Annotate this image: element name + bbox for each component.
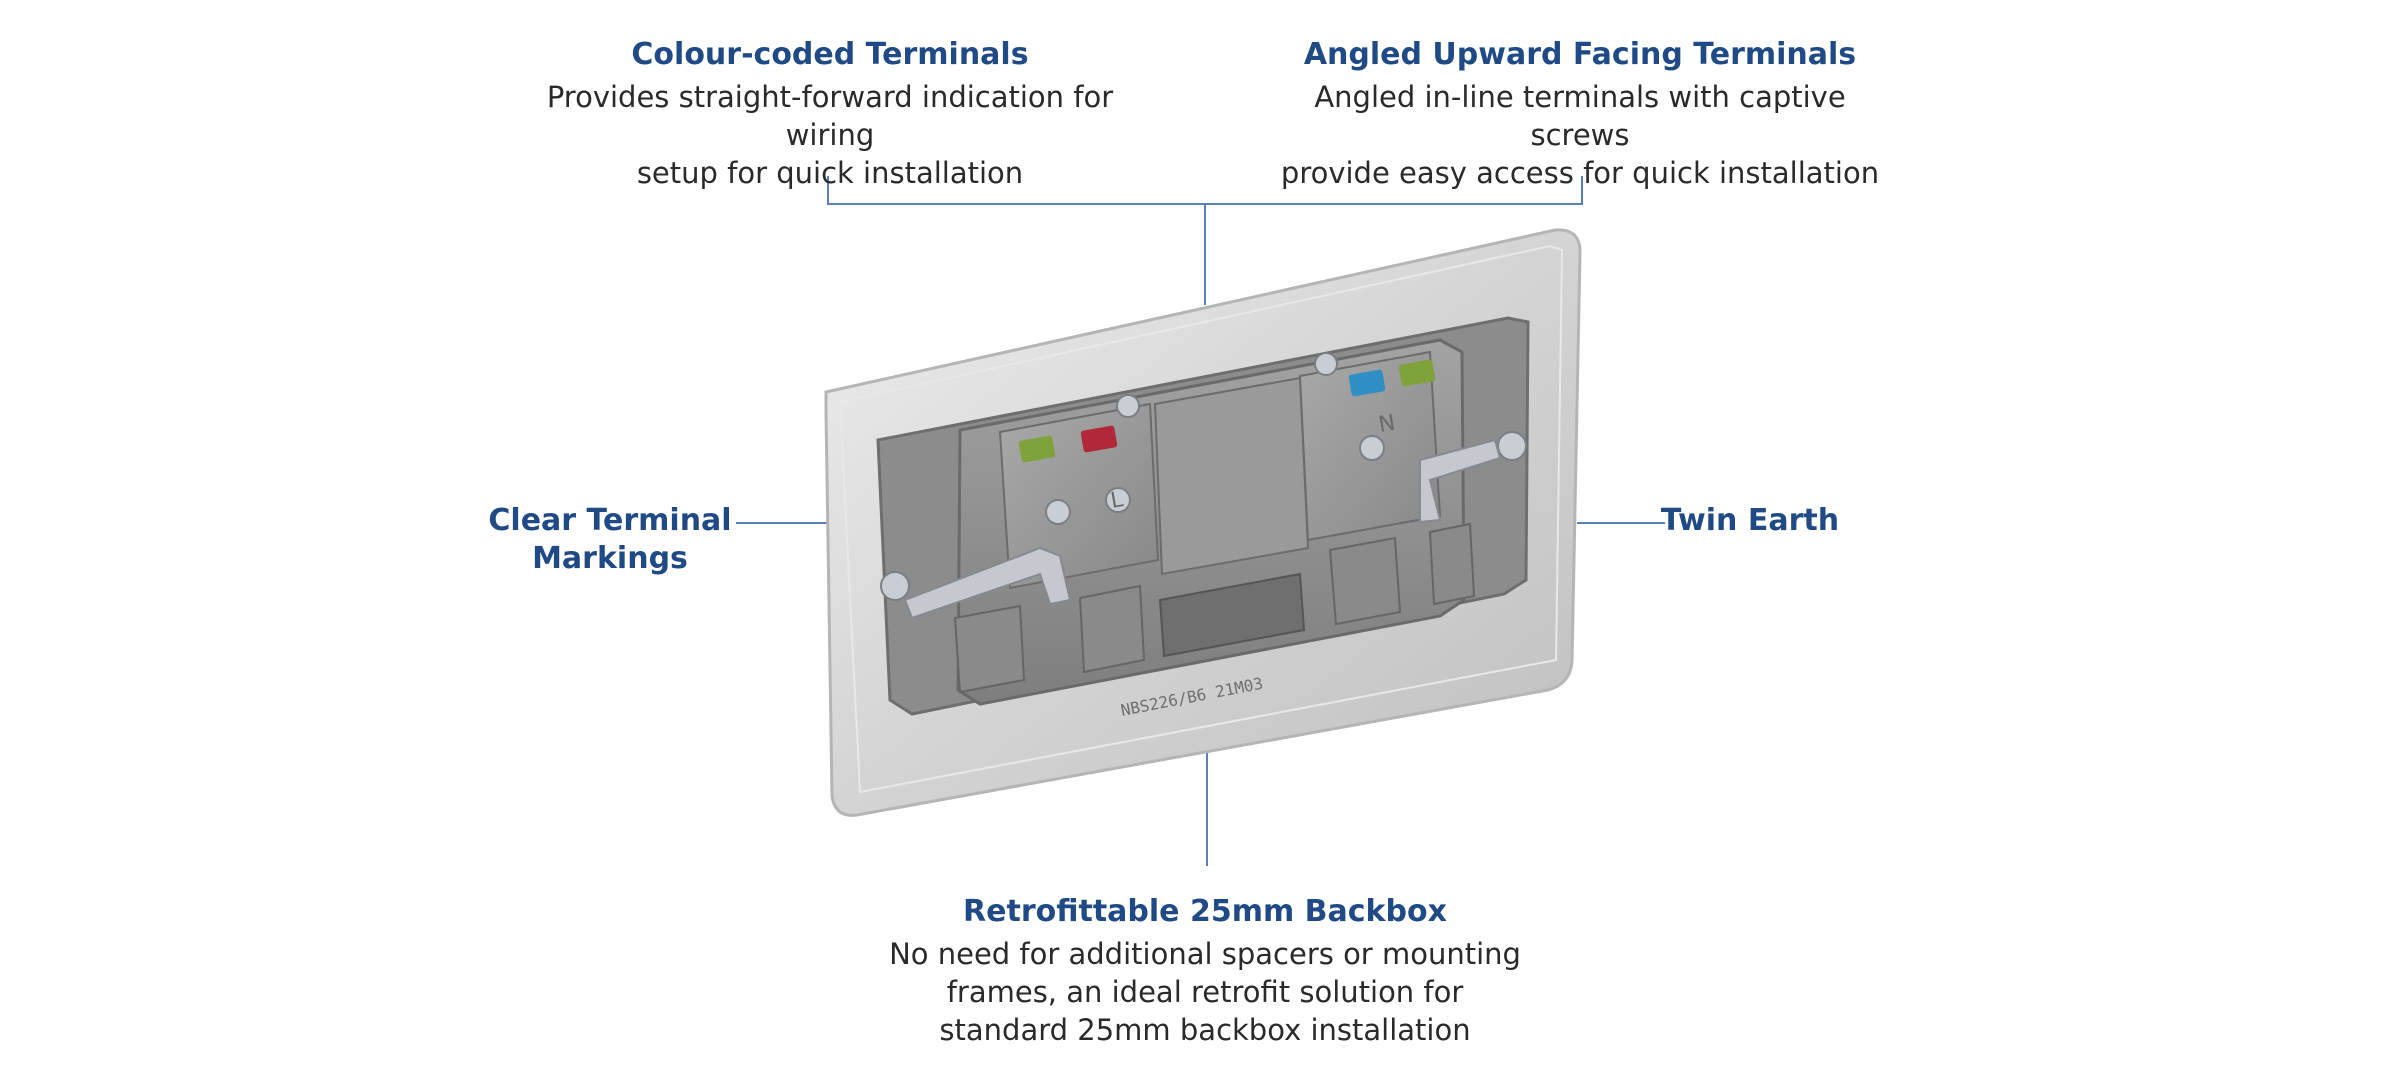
earth-terminal-left	[1018, 435, 1056, 463]
center-recess	[1158, 572, 1306, 658]
callout-clear-terminal-markings: Clear Terminal Markings	[470, 502, 750, 578]
terminal-markers	[1018, 359, 1436, 463]
callout-title: Colour-coded Terminals	[631, 37, 1029, 72]
callout-angled-upward-terminals: Angled Upward Facing Terminals Angled in…	[1270, 36, 1890, 192]
callout-colour-coded-terminals: Colour-coded Terminals Provides straight…	[500, 36, 1160, 192]
callout-description: Angled in-line terminals with captive sc…	[1280, 80, 1880, 190]
terminal-letter-live: L	[1109, 487, 1126, 514]
live-terminal	[1080, 425, 1118, 453]
callout-description: No need for additional spacers or mounti…	[889, 937, 1521, 1047]
socket-rear-view: L N NBS226/B6 21M03	[824, 228, 1582, 817]
callout-retrofittable-backbox: Retrofittable 25mm Backbox No need for a…	[880, 893, 1530, 1049]
callout-description: Provides straight-forward indication for…	[546, 80, 1114, 190]
plate-edge	[838, 244, 1564, 794]
callout-title: Twin Earth	[1660, 503, 1840, 538]
callout-title: Retrofittable 25mm Backbox	[963, 894, 1447, 929]
terminal-letter-neutral: N	[1377, 410, 1398, 437]
center-module	[1153, 376, 1310, 576]
bottom-feet	[953, 522, 1476, 694]
callout-title: Clear Terminal Markings	[488, 503, 732, 576]
earth-straps	[903, 438, 1502, 620]
terminal-screws	[880, 352, 1527, 601]
callout-twin-earth: Twin Earth	[1660, 502, 1840, 540]
earth-terminal-right	[1398, 359, 1436, 387]
neutral-terminal	[1348, 369, 1386, 397]
callout-title: Angled Upward Facing Terminals	[1303, 37, 1857, 72]
